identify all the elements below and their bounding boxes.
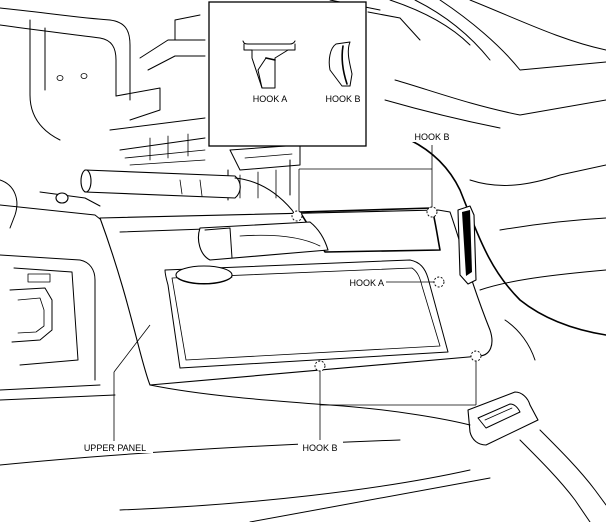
hook-b-marker-right bbox=[426, 206, 438, 218]
hook-a-detail-icon bbox=[242, 40, 296, 89]
hook-markers bbox=[291, 206, 482, 372]
hook-b-marker-left bbox=[291, 210, 303, 222]
parking-brake-lever bbox=[39, 169, 301, 223]
hook-b-top-label: HOOK B bbox=[414, 132, 449, 142]
upper-panel bbox=[99, 207, 493, 386]
hook-b-marker-bottom-left bbox=[314, 360, 326, 372]
hook-b-bottom-label: HOOK B bbox=[302, 443, 337, 453]
leader-lines bbox=[113, 145, 477, 441]
hook-b-marker-bottom-right bbox=[470, 350, 482, 362]
leader-upper-panel bbox=[113, 324, 151, 373]
upper-panel-label: UPPER PANEL bbox=[84, 443, 146, 453]
hook-a-label: HOOK A bbox=[349, 278, 384, 288]
floor-lines bbox=[0, 384, 491, 522]
inset-hook-a-label: HOOK A bbox=[253, 94, 288, 104]
side-trim bbox=[457, 205, 477, 285]
inset-hook-b-label: HOOK B bbox=[325, 94, 360, 104]
hook-b-detail-icon bbox=[328, 41, 353, 87]
shift-lever-area bbox=[0, 179, 121, 401]
inset-frame bbox=[208, 1, 367, 147]
dashboard-background bbox=[0, 0, 606, 361]
seat-belt-buckle bbox=[467, 391, 606, 522]
hook-detail-inset: HOOK A HOOK B bbox=[208, 1, 367, 147]
hook-a-marker bbox=[433, 276, 445, 288]
callout-labels: HOOK B HOOK A UPPER PANEL HOOK B bbox=[77, 130, 456, 453]
